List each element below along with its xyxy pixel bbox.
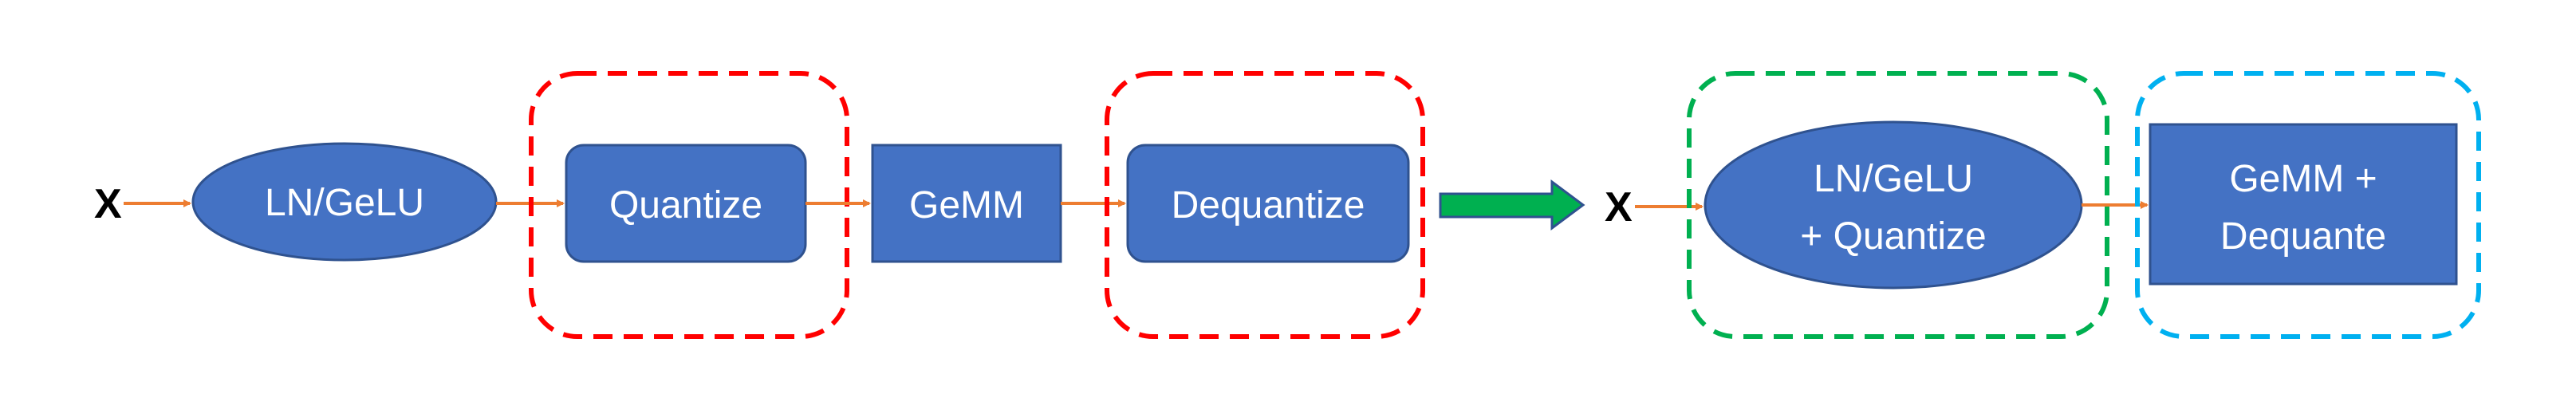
fused-gemm-label-line1: GeMM + [2229,158,2377,200]
fused-ln-quantize-group-dashed-box [1687,71,2109,339]
fused-pipeline: X LN/GeLU + Quantize GeMM + Dequante [1605,71,2481,339]
green-right-arrow-icon [1439,179,1585,230]
fused-ln-gelu-label-line1: LN/GeLU [1814,158,1973,200]
gemm-label: GeMM [909,184,1024,227]
dequantize-group-dashed-box [1105,71,1425,339]
ln-gelu-label: LN/GeLU [265,182,424,224]
fused-gemm-label-line2: Dequante [2220,215,2386,258]
fused-ln-gelu-quantize-node [1704,120,2083,290]
dequantize-label: Dequantize [1172,184,1365,227]
fused-input-x-label: X [1605,184,1633,230]
quantize-label: Quantize [609,184,762,227]
fused-gemm-dequant-group-dashed-box [2135,71,2481,339]
fused-gemm-dequant-node [2149,123,2458,286]
dequantize-node [1126,144,1410,263]
input-x-label: X [94,181,122,227]
unfused-pipeline: X LN/GeLU Quantize GeMM Dequantize [94,71,1425,339]
transform-arrow [1439,179,1585,230]
fused-ln-gelu-label-line2: + Quantize [1800,215,1986,258]
